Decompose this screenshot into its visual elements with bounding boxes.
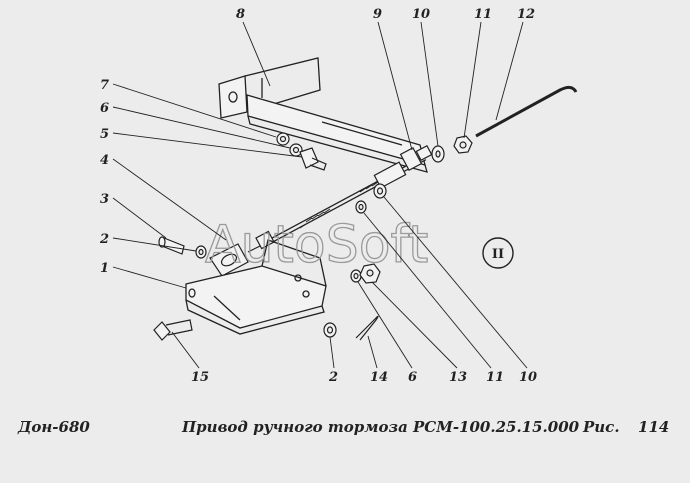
figure-number: Рис. 114 <box>583 418 669 436</box>
view-marker-label: II <box>492 247 504 262</box>
callout-2-left: 2 <box>99 232 109 247</box>
figure-prefix: Рис. <box>583 418 620 436</box>
callout-5: 5 <box>100 127 109 142</box>
callout-11-bottom: 11 <box>486 370 504 385</box>
view-marker: II <box>482 237 514 269</box>
figure-title: Привод ручного тормоза РСМ-100.25.15.000 <box>182 418 580 436</box>
callout-10-bottom: 10 <box>519 370 537 385</box>
callout-11-top: 11 <box>474 7 492 22</box>
lower-bracket <box>185 239 327 335</box>
callout-10-top: 10 <box>412 7 430 22</box>
callout-12: 12 <box>517 7 535 22</box>
callout-14: 14 <box>370 370 388 385</box>
clevis-fork <box>209 230 275 277</box>
callout-2-bottom: 2 <box>328 370 338 385</box>
watermark-text: AutoSoft <box>205 215 428 275</box>
callout-6-left: 6 <box>100 101 109 116</box>
callout-13: 13 <box>449 370 467 385</box>
callout-15: 15 <box>191 370 209 385</box>
callout-4: 4 <box>100 153 109 168</box>
figure-number-value: 114 <box>638 418 670 436</box>
model-name: Дон-680 <box>18 418 90 436</box>
callout-8: 8 <box>236 7 245 22</box>
callout-9: 9 <box>373 7 382 22</box>
bent-rod-12 <box>475 85 578 138</box>
bolt-5 <box>299 147 319 169</box>
cotter-pin-14 <box>355 315 379 341</box>
callout-6-bottom: 6 <box>408 370 417 385</box>
leader-lines <box>112 21 528 369</box>
threaded-rod <box>263 144 433 247</box>
callout-7: 7 <box>100 78 109 93</box>
bolt-15 <box>153 321 171 341</box>
callout-labels: 8 9 10 11 12 7 6 5 4 3 2 1 15 2 14 6 13 … <box>99 7 537 385</box>
callout-3: 3 <box>100 192 109 207</box>
callout-1: 1 <box>100 261 109 276</box>
upper-bracket <box>218 57 428 173</box>
